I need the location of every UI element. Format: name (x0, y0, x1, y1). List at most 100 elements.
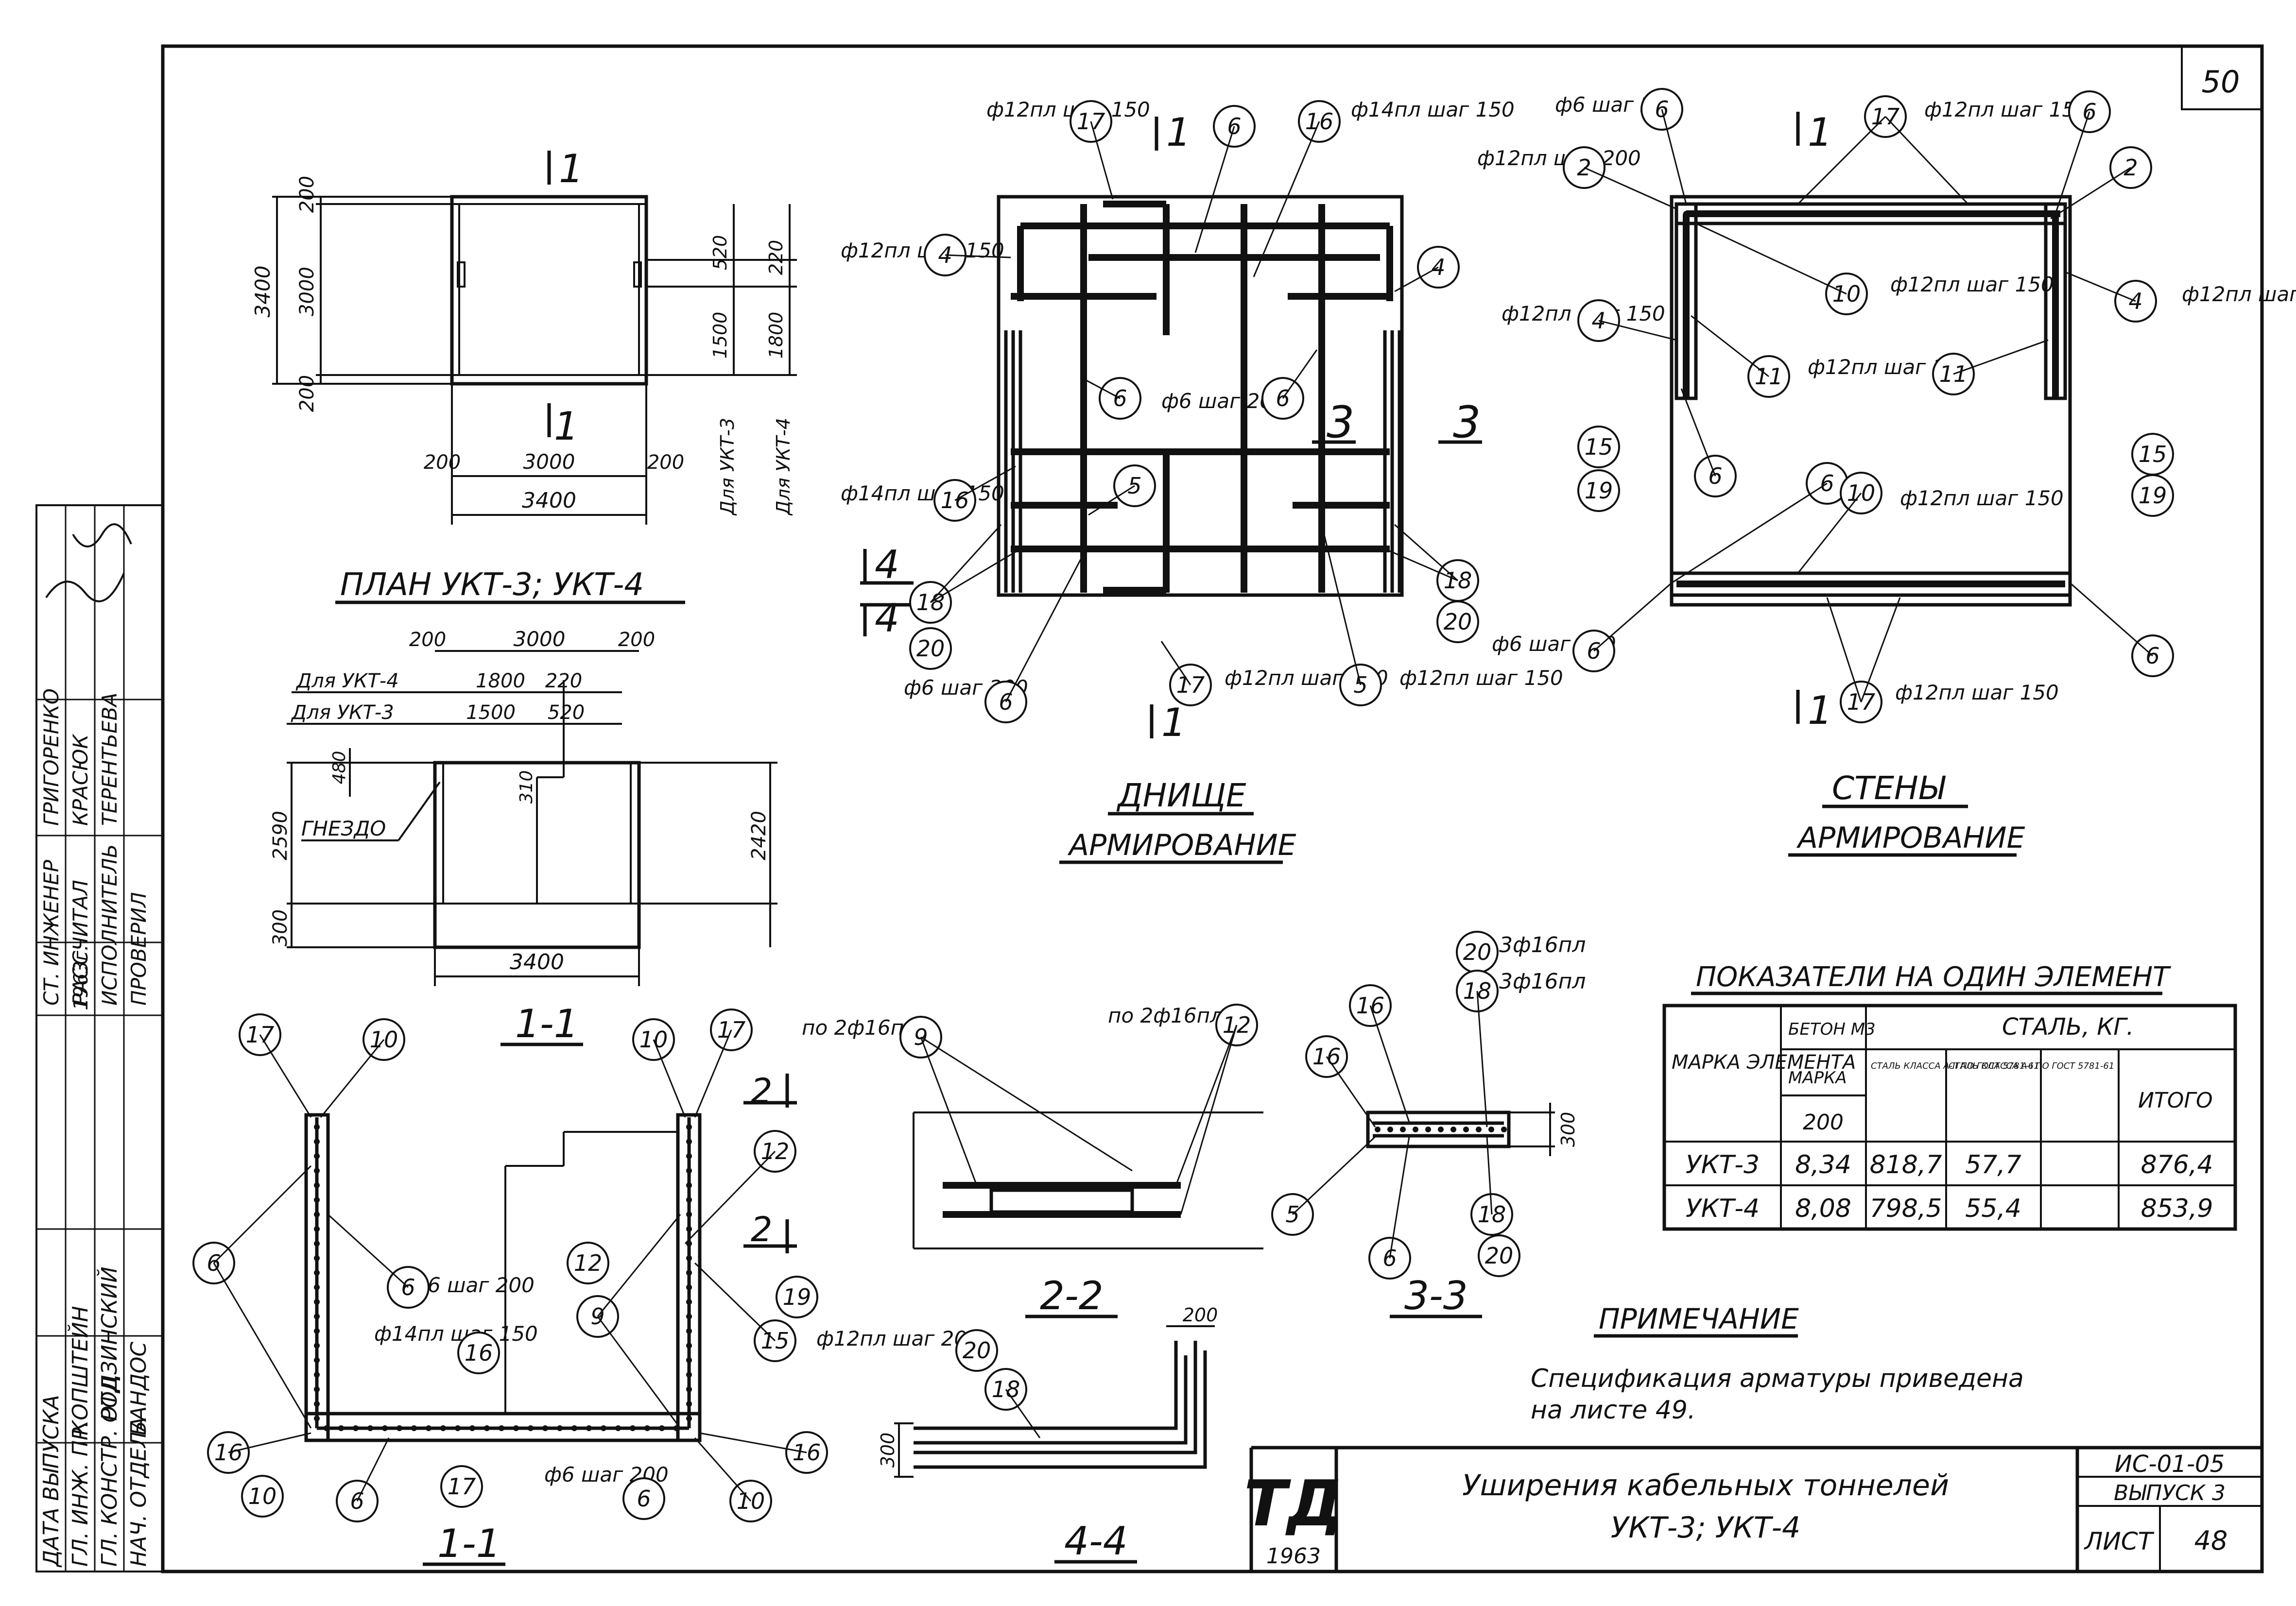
leader-line (2050, 167, 2131, 220)
plan-view: 1 1 3400 200 3000 200 200 3000 200 3400 … (251, 146, 797, 604)
rebar-dot (1778, 211, 1784, 217)
stamp-role2-2: ИСПОЛНИТЕЛЬ (98, 844, 121, 1006)
section-1-1-reinforcement: 6 шаг 200 ф14пл шаг 150 ф6 шаг 200 ф12пл… (304, 1071, 980, 1566)
rebar-dot (1778, 581, 1784, 587)
s11-h2590: 2590 (269, 811, 292, 860)
rebar-dot (1983, 581, 1988, 587)
s11-ukt4: Для УКТ-4 (295, 670, 399, 692)
rebar-dot (1488, 1127, 1494, 1132)
rebar-dot (1887, 211, 1893, 217)
leader-line (920, 1036, 1133, 1172)
walls-label-2: ф12пл шаг 200 (1477, 146, 1641, 170)
s33-marker-7: 20 (1478, 1234, 1520, 1277)
rebar-dot (586, 1425, 592, 1431)
rebar-dot (1874, 581, 1880, 587)
rebar-dot (1983, 211, 1988, 217)
rebar-dot (1387, 1127, 1393, 1132)
rebar-dot (1792, 211, 1798, 217)
rebar-dot (2023, 581, 2029, 587)
rebar-dot (1942, 581, 1948, 587)
leader-line (930, 524, 1002, 603)
s11b-title: 1-1 (437, 1521, 501, 1566)
rebar-dot (314, 1168, 320, 1174)
s33-marker-0: 20 (1456, 931, 1499, 974)
floor-label-17: ф12пл шаг 150 (986, 98, 1150, 121)
s11-ukt3-b: 520 (548, 701, 585, 724)
rebar-dot (659, 1425, 665, 1431)
leader-line (1394, 266, 1439, 292)
rebar-dot (314, 1299, 320, 1305)
rebar-dot (1738, 211, 1744, 217)
floor-subtitle: АРМИРОВАНИЕ (1067, 828, 1296, 862)
s11b-marker-13: 10 (241, 1475, 284, 1518)
leader-line (1326, 1056, 1376, 1128)
ind-row2-total: 853,9 (2141, 1194, 2213, 1223)
plan-dim-w3: 200 (647, 451, 684, 474)
rebar-dot (601, 1425, 606, 1431)
ind-head-grade: МАРКА (1788, 1068, 1847, 1088)
s11b-label-16: ф14пл шаг 150 (374, 1322, 538, 1346)
plan-dim-r2: 1500 (709, 312, 731, 359)
rebar-dot (314, 1416, 320, 1421)
rebar-dot (686, 1343, 692, 1349)
ind-row1-mark: УКТ-3 (1686, 1150, 1760, 1179)
s11-w2: 3000 (514, 627, 566, 651)
rebar-dot (1697, 211, 1703, 217)
floor-label-16b: ф14пл шаг 150 (841, 481, 1004, 505)
rebar-dot (686, 1168, 692, 1174)
rebar-dot (2037, 211, 2043, 217)
stamp-role-1: ДАТА ВЫПУСКА (39, 1395, 64, 1568)
rebar-dot (1683, 581, 1689, 587)
leader-line (213, 1165, 312, 1264)
leader-line (1598, 320, 1677, 341)
leader-line (597, 1316, 681, 1429)
rebar-dot (469, 1425, 475, 1431)
floor-cut4-top: 4 (875, 542, 899, 587)
ind-row1-total: 876,4 (2141, 1150, 2213, 1179)
rebar-dot (382, 1425, 388, 1431)
s11-ukt4-b: 220 (545, 670, 582, 692)
s22-label-9: по 2ф16пл (802, 1016, 917, 1040)
rebar-dot (1683, 275, 1689, 281)
rebar-dot (455, 1425, 461, 1431)
note-line2: на листе 49. (1531, 1396, 1696, 1425)
rebar-dot (1501, 1127, 1507, 1132)
leader-line (1394, 524, 1458, 581)
rebar-dot (1765, 581, 1771, 587)
rebar-dot (314, 1124, 320, 1130)
s11b-label-15: ф12пл шаг 200 (816, 1327, 980, 1350)
rebar-dot (1683, 343, 1689, 349)
rebar-dot (1833, 581, 1839, 587)
plan-cut-bot: 1 (554, 404, 579, 449)
s11b-marker-9: 19 (776, 1276, 818, 1318)
leader-line (699, 1432, 807, 1453)
walls-marker-15: 19 (2131, 474, 2174, 517)
rebar-dot (1969, 211, 1975, 217)
rebar-dot (1833, 211, 1839, 217)
rebar-dot (2053, 316, 2058, 322)
floor-cut3-left: 3 (1327, 397, 1354, 448)
leader-line (694, 1029, 732, 1118)
rebar-dot (686, 1124, 692, 1130)
ind-row2-steel1: 798,5 (1870, 1194, 1942, 1223)
rebar-dot (1683, 248, 1689, 254)
stamp-name-4: БАНДОС (126, 1342, 151, 1435)
s11-w1: 200 (409, 629, 446, 651)
rebar-dot (2053, 248, 2058, 254)
leader-line (1321, 524, 1362, 685)
leader-line (1593, 582, 1672, 652)
rebar-dot (1683, 211, 1689, 217)
leader-line (2054, 111, 2090, 214)
walls-marker-11: 19 (1577, 469, 1620, 512)
rebar-dot (1915, 581, 1920, 587)
side-stamp: ДАТА ВЫПУСКА ГЛ. ИНЖ. ПР. КОПШТЕЙН ГЛ. К… (35, 504, 164, 1572)
leader-line (1661, 109, 1687, 205)
stamp-name2-3: КРАСЮК (69, 733, 92, 826)
rebar-dot (1928, 211, 1934, 217)
leader-line (597, 1214, 681, 1317)
rebar-dot (686, 1386, 692, 1392)
rebar-dot (686, 1255, 692, 1261)
rebar-dot (1860, 581, 1866, 587)
rebar-dot (1425, 1127, 1431, 1132)
rebar-dot (1819, 581, 1825, 587)
